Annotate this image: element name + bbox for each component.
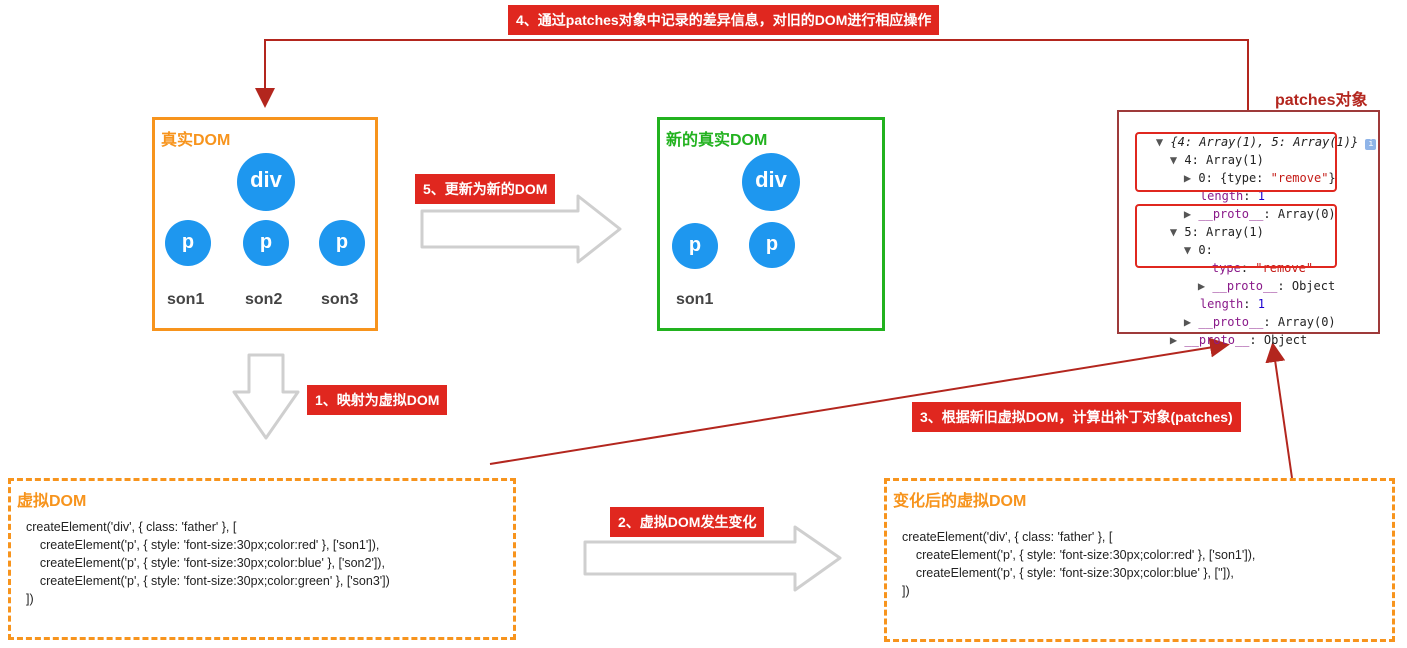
virtual-dom-box: 虚拟DOM createElement('div', { class: 'fat… <box>8 478 516 640</box>
patches-proto-row[interactable]: ▶ __proto__: Object <box>1169 333 1308 347</box>
patch-4-item-suffix: } <box>1328 171 1336 185</box>
proto-value: Array(0) <box>1277 315 1336 329</box>
step5-hollow-arrow <box>420 194 622 264</box>
code-line: createElement('p', { style: 'font-size:3… <box>26 574 390 588</box>
step1-hollow-arrow <box>232 353 300 440</box>
step2-hollow-arrow <box>583 525 842 592</box>
son-label: son2 <box>245 291 283 308</box>
code-line: createElement('div', { class: 'father' }… <box>902 530 1113 544</box>
step3-line-right <box>1265 342 1293 479</box>
step1-label: 1、映射为虚拟DOM <box>307 385 448 415</box>
patch-5-highlight <box>1135 204 1337 268</box>
changed-virtual-dom-box: 变化后的虚拟DOM createElement('div', { class: … <box>884 478 1395 642</box>
new-real-dom-title: 新的真实DOM <box>666 132 768 149</box>
length-key: length <box>1199 297 1244 311</box>
patch-5-row[interactable]: ▼ 5: Array(1) <box>1141 208 1264 256</box>
code-line: createElement('div', { class: 'father' }… <box>26 520 237 534</box>
code-line: createElement('p', { style: 'font-size:3… <box>26 538 380 552</box>
step3-line-left <box>489 337 1230 465</box>
changed-virtual-dom-title: 变化后的虚拟DOM <box>893 493 1027 510</box>
proto-value: Object <box>1291 279 1336 293</box>
step4-label: 4、通过patches对象中记录的差异信息，对旧的DOM进行相应操作 <box>508 5 940 35</box>
p-node: p <box>319 220 365 266</box>
patch-4-item-value: "remove" <box>1270 171 1329 185</box>
patch-4-item-row[interactable]: ▶ 0: {type: "remove"} <box>1155 154 1336 202</box>
code-line: ]) <box>26 592 34 606</box>
collapse-triangle-icon[interactable]: ▶ <box>1183 171 1192 185</box>
patches-console-panel: ▼ {4: Array(1), 5: Array(1)} i ▼ 4: Arra… <box>1117 110 1380 347</box>
patch-5-key: 5: Array(1) <box>1184 225 1264 239</box>
new-real-dom-box: 新的真实DOM div p p son1 <box>657 117 885 331</box>
virtual-dom-title: 虚拟DOM <box>17 493 87 510</box>
step3-label: 3、根据新旧虚拟DOM，计算出补丁对象(patches) <box>912 402 1241 432</box>
son-label: son1 <box>167 291 205 308</box>
step5-label: 5、更新为新的DOM <box>415 174 556 204</box>
p-node: p <box>749 222 795 268</box>
length-value: 1 <box>1257 189 1265 203</box>
patches-summary-row[interactable]: ▼ {4: Array(1), 5: Array(1)} i <box>1127 118 1377 166</box>
code-line: createElement('p', { style: 'font-size:3… <box>902 548 1256 562</box>
patch-4-proto-row[interactable]: ▶ __proto__: Array(0) <box>1183 207 1336 221</box>
p-node: p <box>243 220 289 266</box>
collapse-triangle-icon[interactable]: ▶ <box>1183 207 1192 221</box>
patch-4-row[interactable]: ▼ 4: Array(1) <box>1141 136 1264 184</box>
son-label: son3 <box>321 291 359 308</box>
proto-key: __proto__ <box>1198 207 1264 221</box>
son-label: son1 <box>676 291 714 308</box>
info-icon: i <box>1365 139 1377 150</box>
expand-triangle-icon[interactable]: ▼ <box>1183 243 1192 257</box>
patch-5-item-proto-row[interactable]: ▶ __proto__: Object <box>1197 279 1336 293</box>
patch-4-key: 4: Array(1) <box>1184 153 1264 167</box>
step2-label: 2、虚拟DOM发生变化 <box>610 507 765 537</box>
code-line: createElement('p', { style: 'font-size:3… <box>902 566 1234 580</box>
length-value: 1 <box>1257 297 1265 311</box>
expand-triangle-icon[interactable]: ▼ <box>1169 153 1178 167</box>
patch-5-item-key: 0: <box>1198 243 1213 257</box>
patch-5-type-row: type: "remove" <box>1211 261 1314 275</box>
length-key: length <box>1199 189 1244 203</box>
step4-arrow <box>255 39 1249 110</box>
type-value: "remove" <box>1255 261 1314 275</box>
proto-key: __proto__ <box>1212 279 1278 293</box>
expand-triangle-icon[interactable]: ▼ <box>1155 135 1164 149</box>
proto-value: Array(0) <box>1277 207 1336 221</box>
patch-5-length-row: length: 1 <box>1199 297 1265 311</box>
proto-key: __proto__ <box>1198 315 1264 329</box>
patches-title: patches对象 <box>1275 92 1368 109</box>
div-node: div <box>742 153 800 211</box>
code-line: ]) <box>902 584 910 598</box>
patch-5-proto-row[interactable]: ▶ __proto__: Array(0) <box>1183 315 1336 329</box>
real-dom-title: 真实DOM <box>161 132 231 149</box>
expand-triangle-icon[interactable]: ▼ <box>1169 225 1178 239</box>
patch-4-length-row: length: 1 <box>1199 189 1265 203</box>
p-node: p <box>672 223 718 269</box>
patch-4-highlight <box>1135 132 1337 192</box>
proto-key: __proto__ <box>1184 333 1250 347</box>
proto-value: Object <box>1263 333 1308 347</box>
p-node: p <box>165 220 211 266</box>
patch-5-item-row[interactable]: ▼ 0: <box>1155 226 1213 274</box>
collapse-triangle-icon[interactable]: ▶ <box>1197 279 1206 293</box>
real-dom-box: 真实DOM div p p p son1 son2 son3 <box>152 117 378 331</box>
code-line: createElement('p', { style: 'font-size:3… <box>26 556 385 570</box>
collapse-triangle-icon[interactable]: ▶ <box>1183 315 1192 329</box>
collapse-triangle-icon[interactable]: ▶ <box>1169 333 1178 347</box>
patch-4-item-prefix: 0: {type: <box>1198 171 1271 185</box>
div-node: div <box>237 153 295 211</box>
patches-summary: {4: Array(1), 5: Array(1)} <box>1170 135 1359 149</box>
type-key: type <box>1211 261 1241 275</box>
